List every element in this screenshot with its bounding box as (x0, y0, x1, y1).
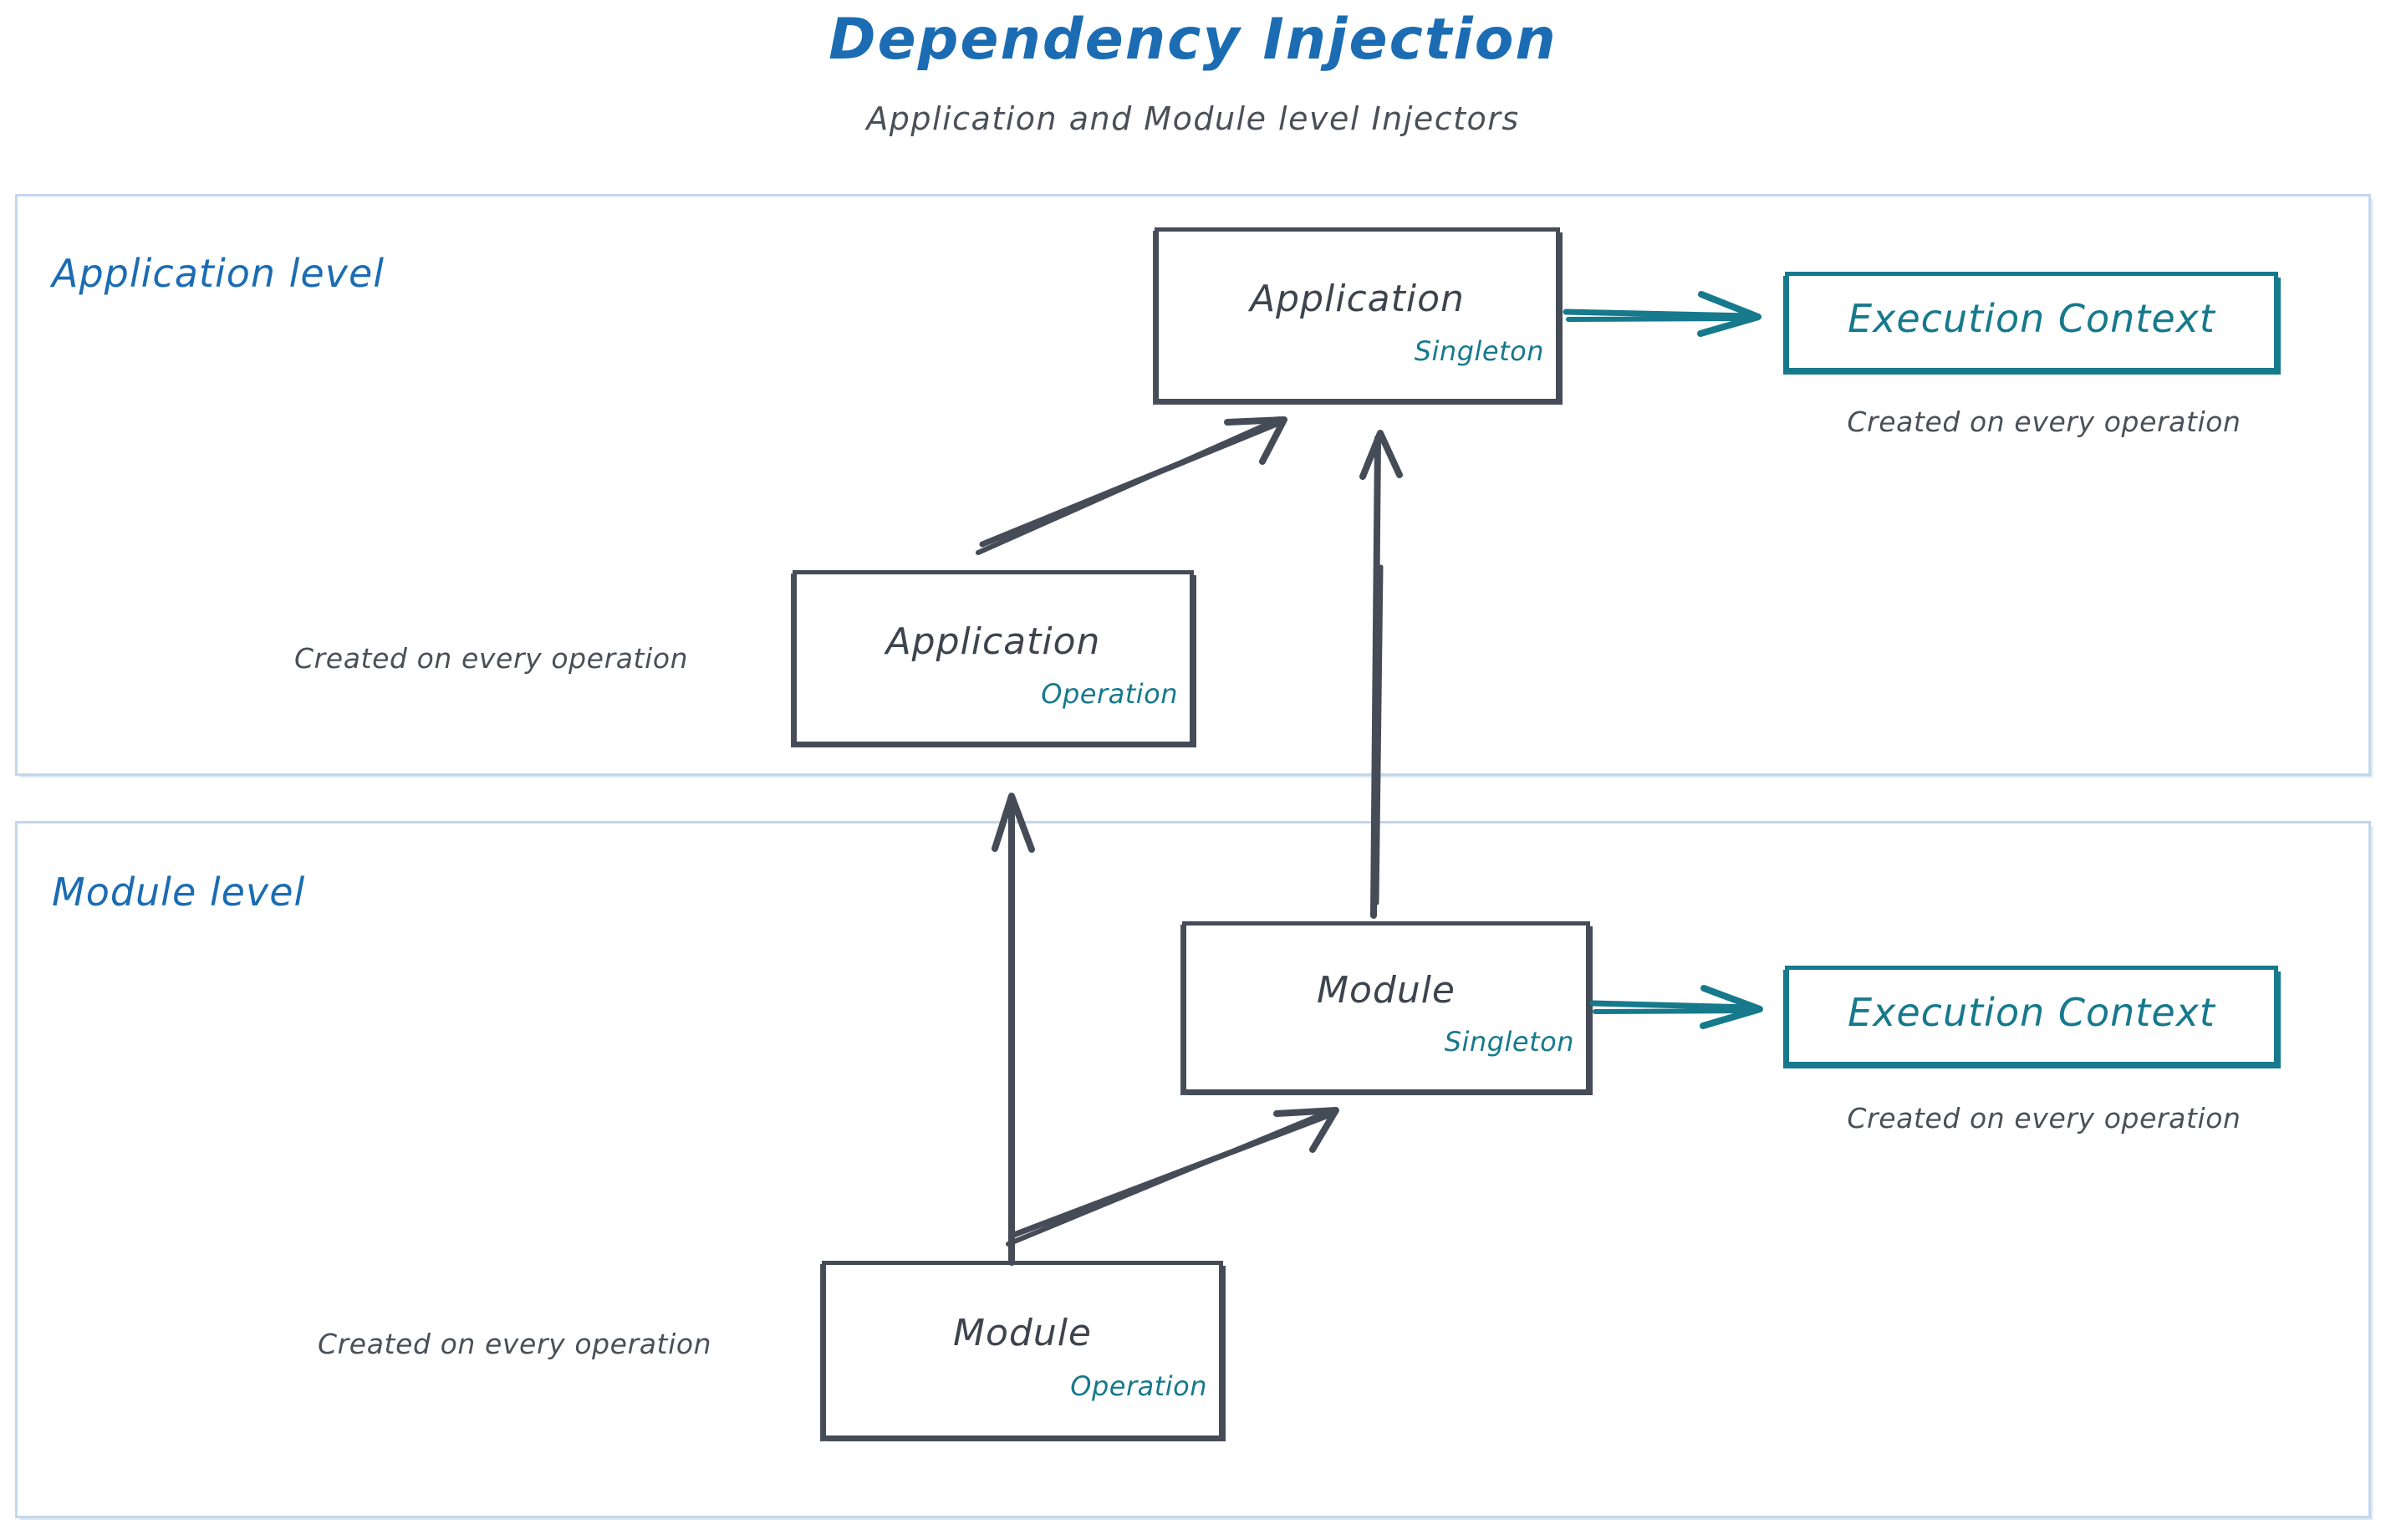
node-module-singleton-scope: Singleton (1444, 1026, 1574, 1058)
module-level-label: Module level (52, 869, 306, 915)
node-application-singleton-scope: Singleton (1414, 335, 1544, 367)
node-module-operation-title: Module (953, 1312, 1092, 1354)
node-application-singleton-title: Application (1250, 278, 1465, 320)
application-level-container (15, 194, 2371, 776)
node-application-operation-title: Application (885, 620, 1101, 663)
node-application-operation[interactable]: Application Operation (793, 570, 1194, 746)
node-module-singleton-title: Module (1317, 969, 1456, 1012)
module-level-container (15, 821, 2371, 1518)
page-title: Dependency Injection (828, 7, 1558, 73)
application-level-label: Application level (52, 251, 385, 296)
node-execution-context-application[interactable]: Execution Context (1785, 272, 2278, 372)
node-application-operation-scope: Operation (1041, 678, 1178, 710)
node-module-operation-scope: Operation (1070, 1370, 1207, 1402)
node-application-singleton[interactable]: Application Singleton (1155, 227, 1560, 403)
caption-execution-context-module: Created on every operation (1847, 1102, 2241, 1135)
node-module-operation[interactable]: Module Operation (822, 1261, 1223, 1440)
node-execution-context-module[interactable]: Execution Context (1785, 966, 2278, 1066)
caption-application-operation: Created on every operation (294, 642, 689, 675)
caption-execution-context-application: Created on every operation (1847, 405, 2241, 438)
node-module-singleton[interactable]: Module Singleton (1182, 921, 1590, 1094)
node-execution-context-application-title: Execution Context (1848, 296, 2215, 341)
page-subtitle: Application and Module level Injectors (866, 100, 1520, 137)
caption-module-operation: Created on every operation (318, 1328, 712, 1360)
node-execution-context-module-title: Execution Context (1848, 990, 2215, 1035)
